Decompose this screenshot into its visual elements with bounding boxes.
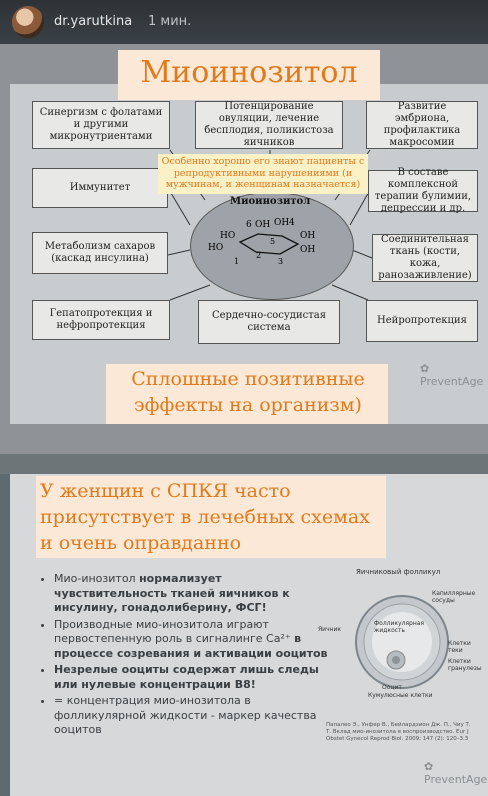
- atom-1: 1: [234, 257, 239, 266]
- effects-highlight: [106, 364, 388, 424]
- atom-ho-1: HO: [220, 231, 235, 241]
- preventage-logo-2: ✿ PreventAge: [424, 760, 488, 786]
- label-capillaries: Капиллярные сосуды: [432, 590, 476, 604]
- photo-divider: [0, 454, 488, 474]
- logo-icon: ✿: [420, 362, 430, 375]
- atom-ho-2: HO: [208, 243, 223, 253]
- label-theca: Клетки теки: [448, 640, 471, 654]
- label-follicular-fluid: Фолликулярная жидкость: [374, 620, 425, 634]
- username[interactable]: dr.yarutkina: [54, 14, 133, 29]
- story-header: [0, 0, 488, 44]
- avatar[interactable]: [12, 6, 44, 38]
- atom-oh-1: OH: [255, 220, 270, 230]
- myo-inositol-hub: [190, 192, 354, 300]
- logo-icon: ✿: [424, 760, 434, 773]
- effects-caption: Сплошные позитивные эффекты на организм): [131, 368, 365, 416]
- slide-title: Миоинозитол: [140, 55, 358, 90]
- node-ovulation: Потенцирование овуляции, лечение бесплод…: [195, 101, 343, 149]
- logo-text: PreventAge: [424, 773, 488, 786]
- bullet-list: Мио-инозитол нормализует чувствительност…: [40, 572, 334, 740]
- overlay-note-bg: [158, 154, 368, 194]
- inositol-molecule: 6 OH OH 4 HO 5 OH HO 1 2 3 OH: [208, 218, 315, 266]
- label-oocyte: Ооцит: [382, 684, 402, 691]
- label-granulosa: Клетки гранулезы: [448, 658, 482, 672]
- node-connective-tissue: Соединительная ткань (кости, кожа, раноз…: [372, 234, 478, 282]
- node-synergism: Синергизм с фолатами и другими микронутр…: [32, 101, 170, 149]
- node-immunity: Иммунитет: [32, 168, 168, 208]
- atom-5: 5: [270, 237, 275, 246]
- atom-oh-2: OH: [274, 218, 289, 228]
- logo-text: PreventAge: [420, 375, 484, 388]
- node-bulimia: В составе комплексной терапии булимии, д…: [368, 167, 478, 214]
- preventage-logo: ✿ PreventAge: [420, 362, 488, 388]
- headline-highlight: [36, 476, 386, 558]
- follicle-figure: [355, 595, 449, 689]
- node-cardiovascular: Сердечно-сосудистая система: [198, 300, 340, 344]
- atom-oh-4: OH: [300, 245, 315, 255]
- slide2-headline: У женщин с СПКЯ часто присутствует в леч…: [40, 480, 370, 554]
- atom-3: 3: [278, 257, 283, 266]
- figure-title: Яичниковый фолликул: [356, 568, 441, 576]
- node-embryo: Развитие эмбриона, профилактика макросом…: [366, 101, 478, 149]
- atom-oh-3: OH: [300, 231, 315, 241]
- hub-title: Миоинозитол: [230, 196, 311, 207]
- label-cumulus: Кумулюсные клетки: [368, 692, 433, 699]
- reference-text: Папалео Э., Унфер В., Бейлардзион Дж. П.…: [326, 722, 471, 742]
- atom-6: 6: [246, 220, 252, 230]
- node-hepatoprotection: Гепатопротекция и нефропротекция: [32, 300, 170, 340]
- bullet-item: Мио-инозитол нормализует чувствительност…: [54, 572, 334, 616]
- post-time: 1 мин.: [148, 14, 192, 29]
- bullet-item: Производные мио-инозитола играют первост…: [54, 618, 334, 662]
- atom-4: 4: [289, 218, 295, 228]
- bullet-item: Незрелые ооциты содержат лишь следы или …: [54, 663, 334, 692]
- node-sugar-metabolism: Метаболизм сахаров (каскад инсулина): [32, 232, 168, 274]
- node-neuroprotection: Нейропротекция: [366, 300, 478, 342]
- bullet-item: = концентрация мио-инозитола в фолликуля…: [54, 694, 334, 738]
- atom-2: 2: [256, 251, 261, 260]
- overlay-note: Особенно хорошо его знают пациенты с реп…: [161, 156, 365, 190]
- title-highlight: [118, 50, 380, 100]
- label-ovary: Яичник: [318, 626, 342, 633]
